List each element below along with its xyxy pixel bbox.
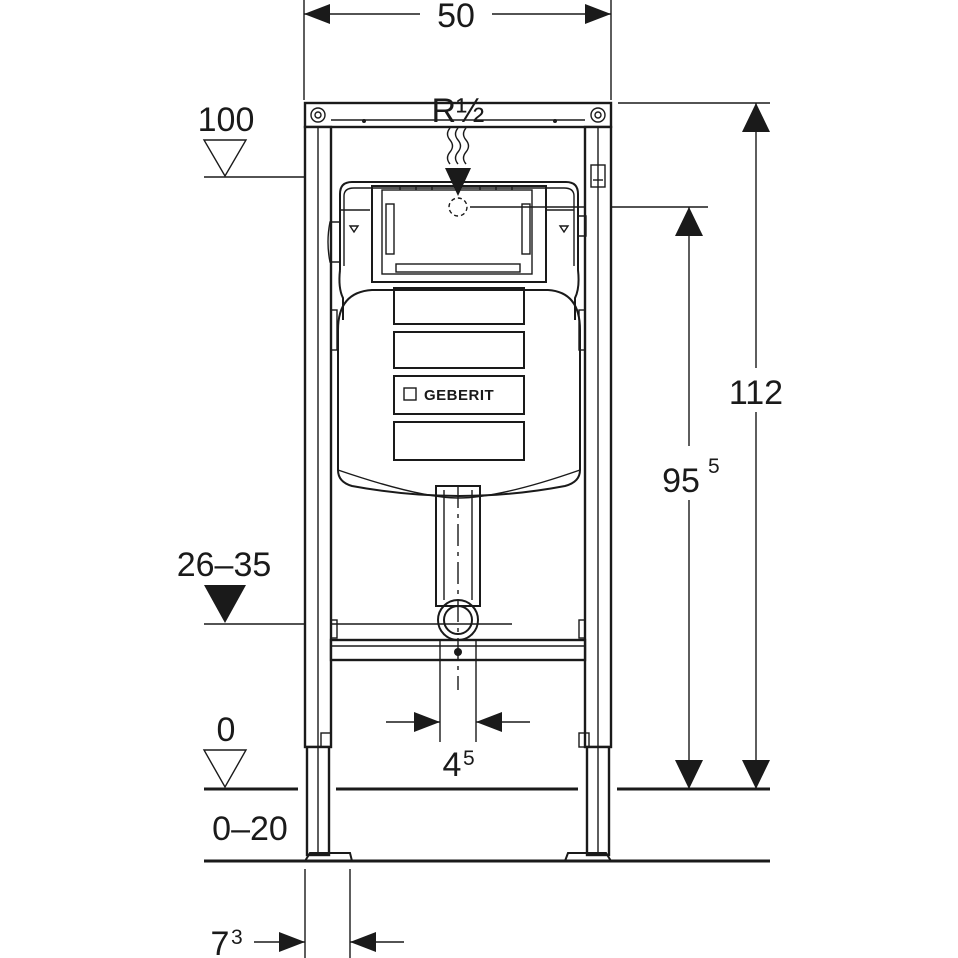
height-95-arrow-top (675, 207, 703, 236)
height-95-sup: 5 (708, 455, 720, 478)
foot-offset-arrow-right (350, 932, 376, 952)
drain-offset-arrow-left (414, 712, 440, 732)
brand-logo-text: GEBERIT (424, 387, 494, 404)
level-marker-floor: 0 (202, 711, 248, 789)
water-connection: R½ (432, 92, 485, 217)
width-dimension: 50 (303, 0, 612, 100)
drain-offset-sup: 5 (463, 747, 475, 770)
frame-top-bar (303, 101, 613, 129)
level-marker-drain: 26–35 (177, 546, 512, 625)
frame-bolt-left (310, 107, 326, 123)
width-arrow-left (304, 4, 330, 24)
frame-left-foot (304, 852, 353, 862)
level-drain-label: 26–35 (177, 546, 272, 584)
height-95-arrow-bottom (675, 760, 703, 789)
level-drain-triangle (204, 585, 246, 623)
brand-plate (393, 375, 525, 415)
level-top-triangle (202, 139, 248, 178)
water-wave-icon (446, 127, 454, 165)
concealed-cistern: GEBERIT (327, 181, 587, 656)
foot-offset-sup: 3 (231, 926, 243, 949)
height-112-arrow-bottom (742, 760, 770, 789)
foot-offset-dimension: 7 3 (211, 869, 404, 958)
water-connection-arrow (445, 168, 471, 196)
height-95-label: 95 (662, 462, 700, 500)
level-top-label: 100 (198, 101, 255, 139)
actuator-slot-2 (393, 331, 525, 369)
drain-offset-dimension: 4 5 (386, 486, 530, 784)
height-112-arrow-top (742, 103, 770, 132)
level-floor-triangle (202, 749, 248, 789)
floor-build-up-label: 0–20 (212, 810, 288, 848)
drain-offset-label: 4 (443, 746, 462, 784)
frame-label-plate (590, 164, 606, 188)
height-112-label: 112 (729, 374, 783, 412)
actuator-slot-1 (393, 287, 525, 325)
level-marker-100: 100 (198, 101, 304, 178)
height-dimension-112: 112 (618, 102, 783, 789)
brand-logo-square-icon (403, 387, 417, 401)
frame-bolt-right (590, 107, 606, 123)
drain-offset-arrow-right (476, 712, 502, 732)
foot-offset-arrow-left (279, 932, 305, 952)
water-connection-label: R½ (432, 92, 485, 130)
installation-frame (303, 101, 613, 862)
width-arrow-right (585, 4, 611, 24)
water-connection-point (448, 197, 468, 217)
width-label: 50 (437, 0, 475, 35)
actuator-slot-3 (393, 421, 525, 461)
cistern-tank (337, 289, 581, 497)
frame-right-foot (564, 852, 612, 862)
foot-offset-label: 7 (211, 925, 230, 958)
level-floor-label: 0 (217, 711, 236, 749)
